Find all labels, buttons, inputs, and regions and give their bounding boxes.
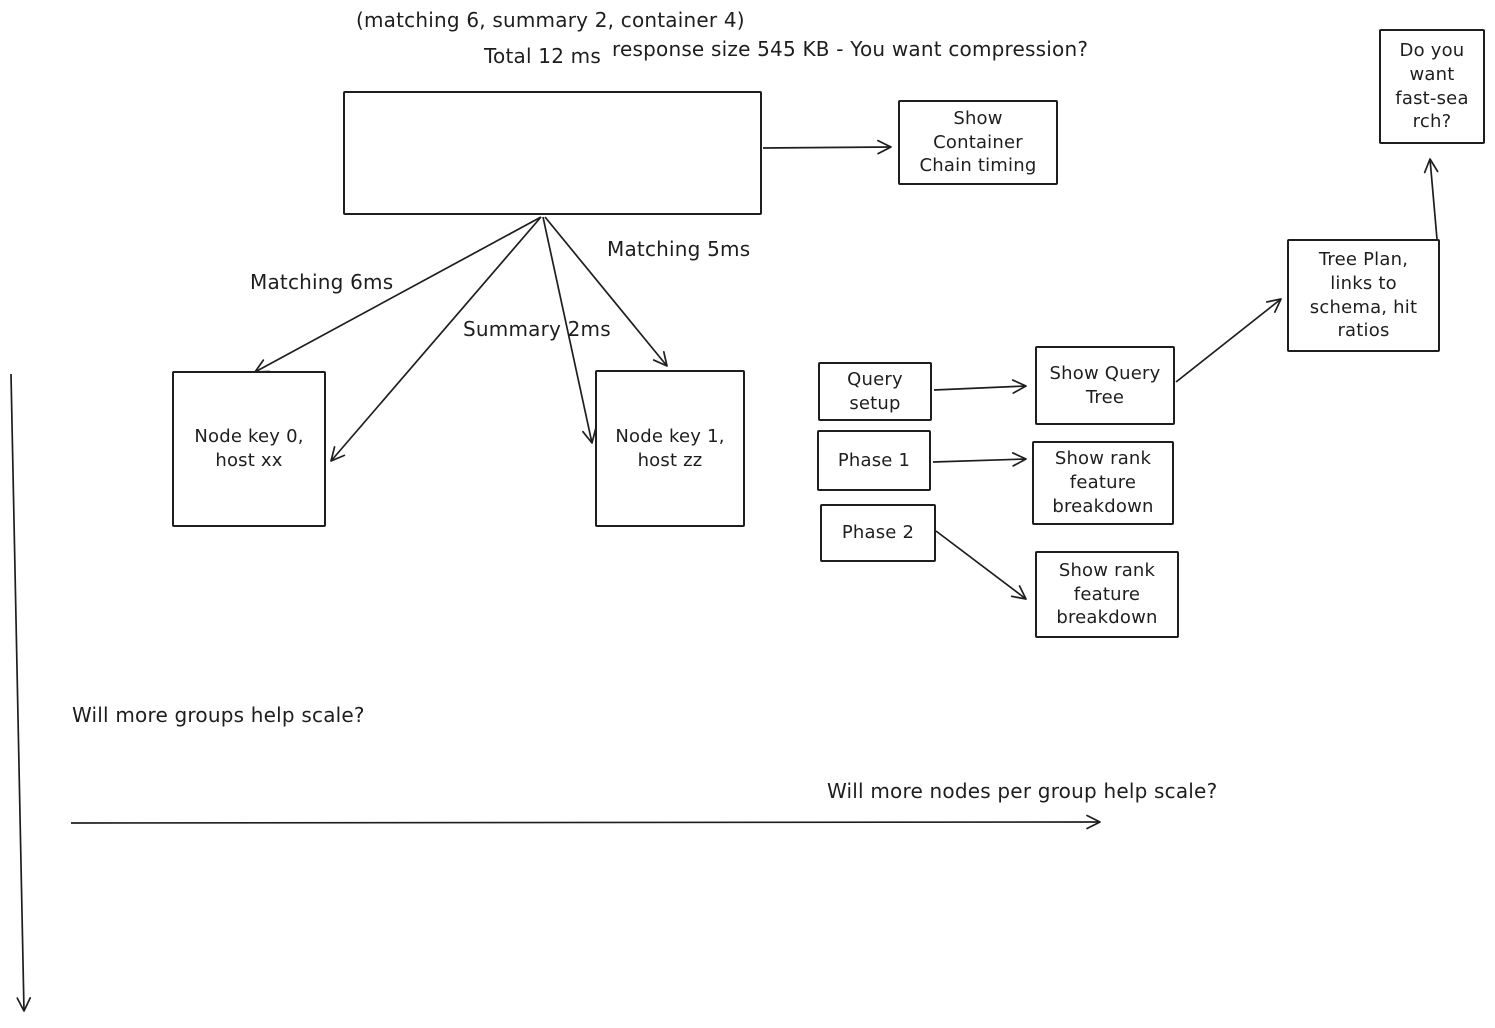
arrow-tree-plan-to-fast-search xyxy=(1423,158,1439,240)
arrow-phase1-to-rank-breakdown-1 xyxy=(932,452,1027,467)
edge-label-matching-5ms: Matching 5ms xyxy=(607,237,751,261)
rank-feature-breakdown-box-2: Show rank feature breakdown xyxy=(1035,551,1179,638)
node-key-0-box: Node key 0, host xx xyxy=(172,371,326,527)
arrow-query-setup-to-query-tree xyxy=(933,379,1027,394)
main-request-box xyxy=(343,91,762,215)
response-size-label: response size 545 KB - You want compress… xyxy=(612,37,1089,61)
arrow-main-to-node0-top xyxy=(254,216,542,373)
fast-search-question-box: Do you want fast-sea rch? xyxy=(1379,29,1485,144)
axis-arrow-more-nodes-per-group xyxy=(70,814,1101,830)
total-time-label: Total 12 ms xyxy=(484,44,601,68)
arrow-phase2-to-rank-breakdown-2 xyxy=(935,530,1027,600)
query-setup-box: Query setup xyxy=(818,362,932,421)
rank-feature-breakdown-box-1: Show rank feature breakdown xyxy=(1032,441,1174,525)
params-note-label: (matching 6, summary 2, container 4) xyxy=(356,8,745,32)
edge-label-matching-6ms: Matching 6ms xyxy=(250,270,394,294)
show-query-tree-box: Show Query Tree xyxy=(1035,346,1175,425)
phase-2-box: Phase 2 xyxy=(820,504,936,562)
tree-plan-box: Tree Plan, links to schema, hit ratios xyxy=(1287,239,1440,352)
edge-label-summary-2ms: Summary 2ms xyxy=(463,317,611,341)
arrow-main-to-container-chain xyxy=(762,139,892,155)
arrow-query-tree-to-tree-plan xyxy=(1175,298,1282,383)
more-groups-question-label: Will more groups help scale? xyxy=(72,703,365,727)
container-chain-timing-box: Show Container Chain timing xyxy=(898,100,1058,185)
node-key-1-box: Node key 1, host zz xyxy=(595,370,745,527)
phase-1-box: Phase 1 xyxy=(817,430,931,491)
axis-arrow-more-groups xyxy=(10,373,32,1012)
more-nodes-question-label: Will more nodes per group help scale? xyxy=(827,779,1218,803)
